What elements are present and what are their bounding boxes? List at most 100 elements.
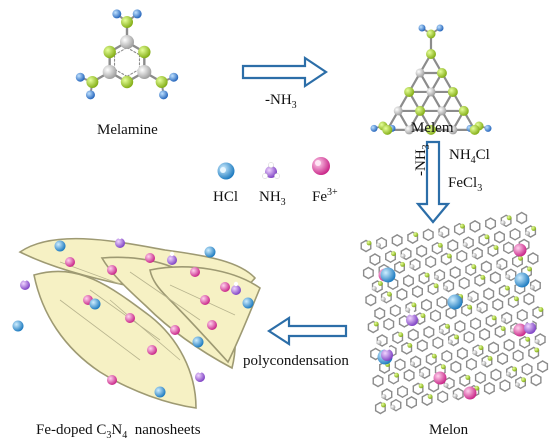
- bond: [392, 339, 399, 344]
- bond: [485, 217, 492, 222]
- bond: [401, 296, 408, 301]
- nitrogen-atom: [426, 49, 436, 59]
- bond: [379, 410, 386, 415]
- bond: [479, 328, 486, 333]
- bond: [423, 280, 430, 285]
- bond: [528, 355, 535, 360]
- bond: [434, 363, 441, 368]
- bond: [464, 382, 471, 387]
- bond: [489, 225, 497, 230]
- bond: [474, 228, 481, 233]
- bond: [414, 363, 422, 369]
- bond: [362, 275, 370, 280]
- nitrogen-atom: [506, 215, 512, 221]
- fe-ion: [190, 267, 200, 277]
- bond: [374, 347, 382, 352]
- bond: [497, 306, 504, 311]
- bond: [388, 326, 395, 331]
- carbon-atom: [443, 382, 449, 388]
- bond: [437, 336, 444, 341]
- carbon-atom: [419, 372, 425, 377]
- bond: [412, 382, 419, 387]
- carbon-atom: [452, 393, 458, 399]
- bond: [470, 366, 477, 371]
- carbon-atom: [371, 286, 377, 291]
- nitrogen-atom: [534, 347, 540, 353]
- bond: [467, 236, 474, 241]
- bond: [401, 342, 408, 347]
- nitrogen-atom: [458, 105, 469, 116]
- bond: [388, 318, 395, 323]
- bond: [494, 230, 501, 236]
- melamine-label: Melamine: [97, 122, 158, 138]
- bond: [463, 331, 470, 336]
- bond: [440, 252, 447, 257]
- bond: [414, 258, 421, 263]
- bond: [528, 346, 535, 351]
- bond: [471, 247, 479, 252]
- bond: [479, 379, 486, 384]
- bond: [465, 263, 472, 268]
- bond: [416, 244, 423, 250]
- bond: [403, 274, 410, 279]
- carbon-atom: [500, 220, 506, 226]
- bond: [504, 379, 511, 384]
- fe-ion: [433, 371, 447, 385]
- melon-sheet: [360, 211, 549, 415]
- nitrogen-atom: [407, 343, 413, 348]
- nh3-ion: [524, 322, 536, 334]
- bond: [488, 390, 495, 395]
- bond: [500, 214, 507, 219]
- carbon-atom: [410, 361, 416, 367]
- bond: [483, 241, 490, 247]
- bond: [534, 279, 541, 284]
- bond: [526, 371, 533, 376]
- fe-ion: [65, 257, 75, 267]
- bond: [457, 387, 464, 392]
- bond: [425, 298, 432, 304]
- bond: [407, 336, 414, 342]
- bond: [495, 368, 502, 373]
- nitrogen-atom: [426, 29, 436, 39]
- bond: [472, 298, 479, 303]
- legend-hcl-label: HCl: [213, 189, 239, 205]
- carbon-atom: [381, 394, 387, 399]
- bond: [503, 338, 510, 344]
- nitrogen-atom: [138, 45, 151, 59]
- hydrogen-atom: [85, 90, 95, 100]
- bond: [474, 371, 482, 376]
- bond: [379, 315, 386, 320]
- hydrogen-atom: [112, 9, 122, 19]
- step2-fecl3-condition: FeCl3: [448, 175, 483, 194]
- bond: [499, 379, 506, 384]
- bond: [427, 290, 434, 295]
- bond: [458, 277, 465, 282]
- bond: [412, 285, 419, 290]
- bond: [487, 244, 494, 249]
- bond: [494, 271, 501, 276]
- nh3-ion: [231, 285, 241, 295]
- bond: [455, 369, 462, 374]
- bond: [453, 222, 461, 228]
- bond: [438, 269, 446, 274]
- nitrogen-atom: [391, 251, 396, 257]
- bond: [521, 211, 528, 216]
- bond: [407, 231, 414, 236]
- fe-ion: [125, 313, 135, 323]
- bond: [425, 263, 432, 268]
- bond: [478, 233, 485, 238]
- bond: [430, 317, 437, 322]
- bond: [365, 302, 372, 307]
- bond: [438, 277, 446, 282]
- bond: [459, 374, 466, 379]
- bond: [517, 357, 524, 362]
- bond: [461, 249, 468, 255]
- nitrogen-atom: [394, 372, 399, 378]
- bond: [437, 390, 444, 395]
- bond: [509, 236, 516, 241]
- bond: [387, 285, 394, 290]
- bond: [508, 347, 515, 352]
- bond: [394, 358, 401, 363]
